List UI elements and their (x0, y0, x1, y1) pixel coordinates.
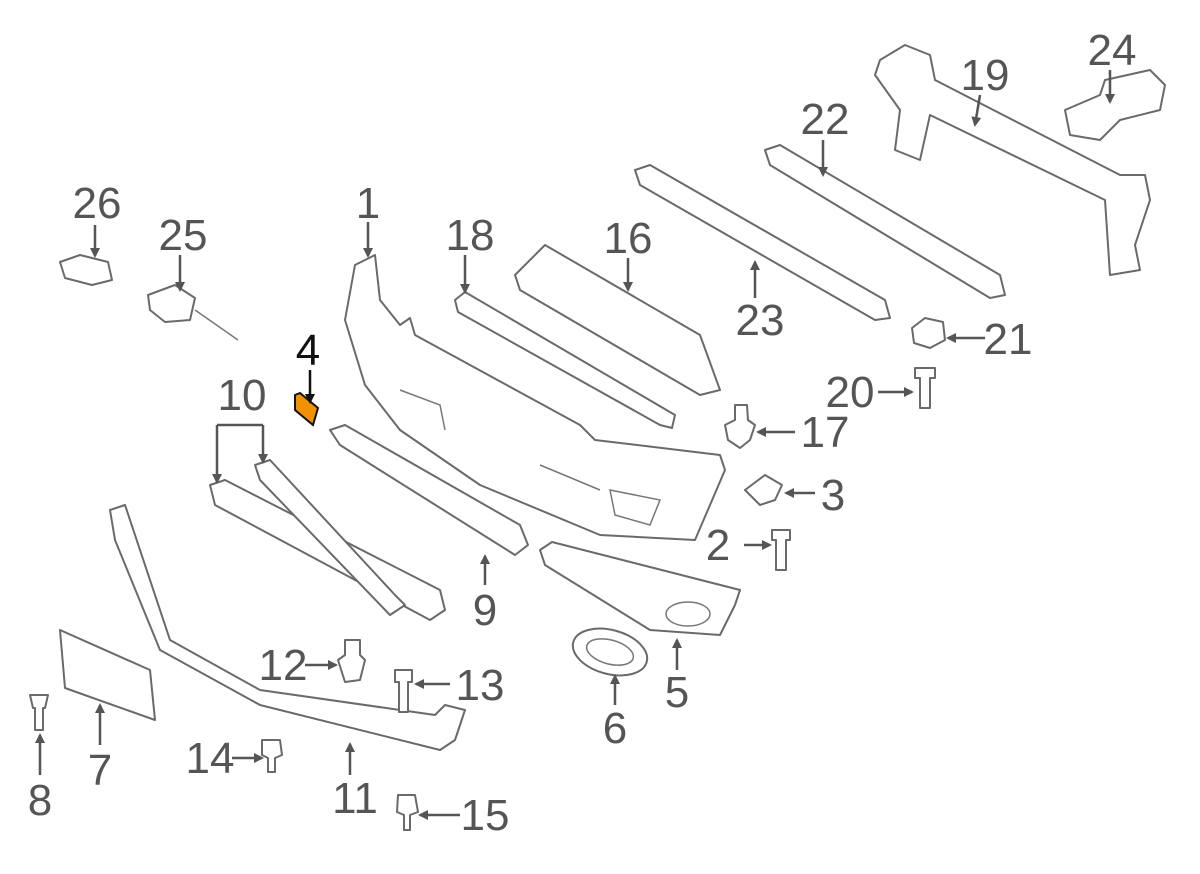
callout-12[interactable]: 12 (259, 641, 308, 690)
part-15-clip[interactable] (396, 794, 419, 831)
part-25-sensor[interactable] (147, 284, 239, 341)
part-17-clip[interactable] (724, 404, 756, 449)
callout-9[interactable]: 9 (473, 586, 497, 635)
part-6-fog-lamp-ring[interactable] (568, 621, 653, 683)
callout-1[interactable]: 1 (356, 179, 380, 228)
callout-6[interactable]: 6 (603, 704, 627, 753)
callout-19[interactable]: 19 (961, 51, 1010, 100)
part-3-bracket[interactable] (744, 474, 783, 506)
part-9-grille-lower[interactable] (329, 424, 529, 556)
callout-7[interactable]: 7 (88, 746, 112, 795)
arrow-19 (971, 94, 982, 127)
callout-22[interactable]: 22 (801, 95, 850, 144)
part-22-absorber-upper[interactable] (764, 144, 1006, 299)
part-13-bolt[interactable] (394, 669, 413, 713)
part-10-grille-left[interactable] (209, 459, 446, 621)
callout-4[interactable]: 4 (296, 326, 320, 375)
callout-18[interactable]: 18 (446, 211, 495, 260)
callout-13[interactable]: 13 (456, 661, 505, 710)
callout-26[interactable]: 26 (73, 179, 122, 228)
callout-10[interactable]: 10 (218, 371, 267, 420)
part-14-clip[interactable] (261, 739, 283, 773)
callout-8[interactable]: 8 (28, 776, 52, 825)
part-26-connector[interactable] (59, 254, 113, 286)
part-20-bolt[interactable] (914, 367, 936, 409)
part-24-bracket[interactable] (1064, 69, 1166, 141)
part-2-bolt[interactable] (771, 529, 791, 571)
part-16-grille[interactable] (514, 244, 721, 396)
callout-14[interactable]: 14 (186, 734, 235, 783)
callout-11[interactable]: 11 (332, 774, 378, 823)
callout-17[interactable]: 17 (801, 408, 850, 457)
part-4-reflector-highlighted[interactable] (294, 391, 320, 427)
callout-21[interactable]: 21 (984, 315, 1033, 364)
callout-23[interactable]: 23 (736, 296, 785, 345)
part-12-clip[interactable] (337, 639, 366, 683)
callout-15[interactable]: 15 (461, 791, 510, 840)
callout-25[interactable]: 25 (159, 211, 208, 260)
part-8-screw[interactable] (29, 694, 49, 731)
callout-16[interactable]: 16 (604, 214, 653, 263)
callout-arrows (35, 70, 1115, 820)
callout-24[interactable]: 24 (1088, 26, 1137, 75)
callout-3[interactable]: 3 (821, 471, 845, 520)
part-21-nut[interactable] (911, 317, 946, 349)
part-1-bumper-cover[interactable] (344, 254, 726, 541)
callout-5[interactable]: 5 (665, 668, 689, 717)
callout-labels: 1 2 3 4 5 6 7 8 9 10 11 12 13 14 15 16 1… (28, 26, 1137, 840)
part-11-lower-spoiler[interactable] (109, 504, 466, 751)
part-7-license-plate-bracket[interactable] (59, 629, 156, 721)
part-19-reinforcement-bar[interactable] (874, 44, 1151, 276)
callout-20[interactable]: 20 (826, 368, 875, 417)
part-5-fog-lamp-bezel[interactable] (539, 541, 741, 636)
callout-2[interactable]: 2 (706, 521, 730, 570)
part-23-absorber-lower[interactable] (634, 164, 891, 321)
